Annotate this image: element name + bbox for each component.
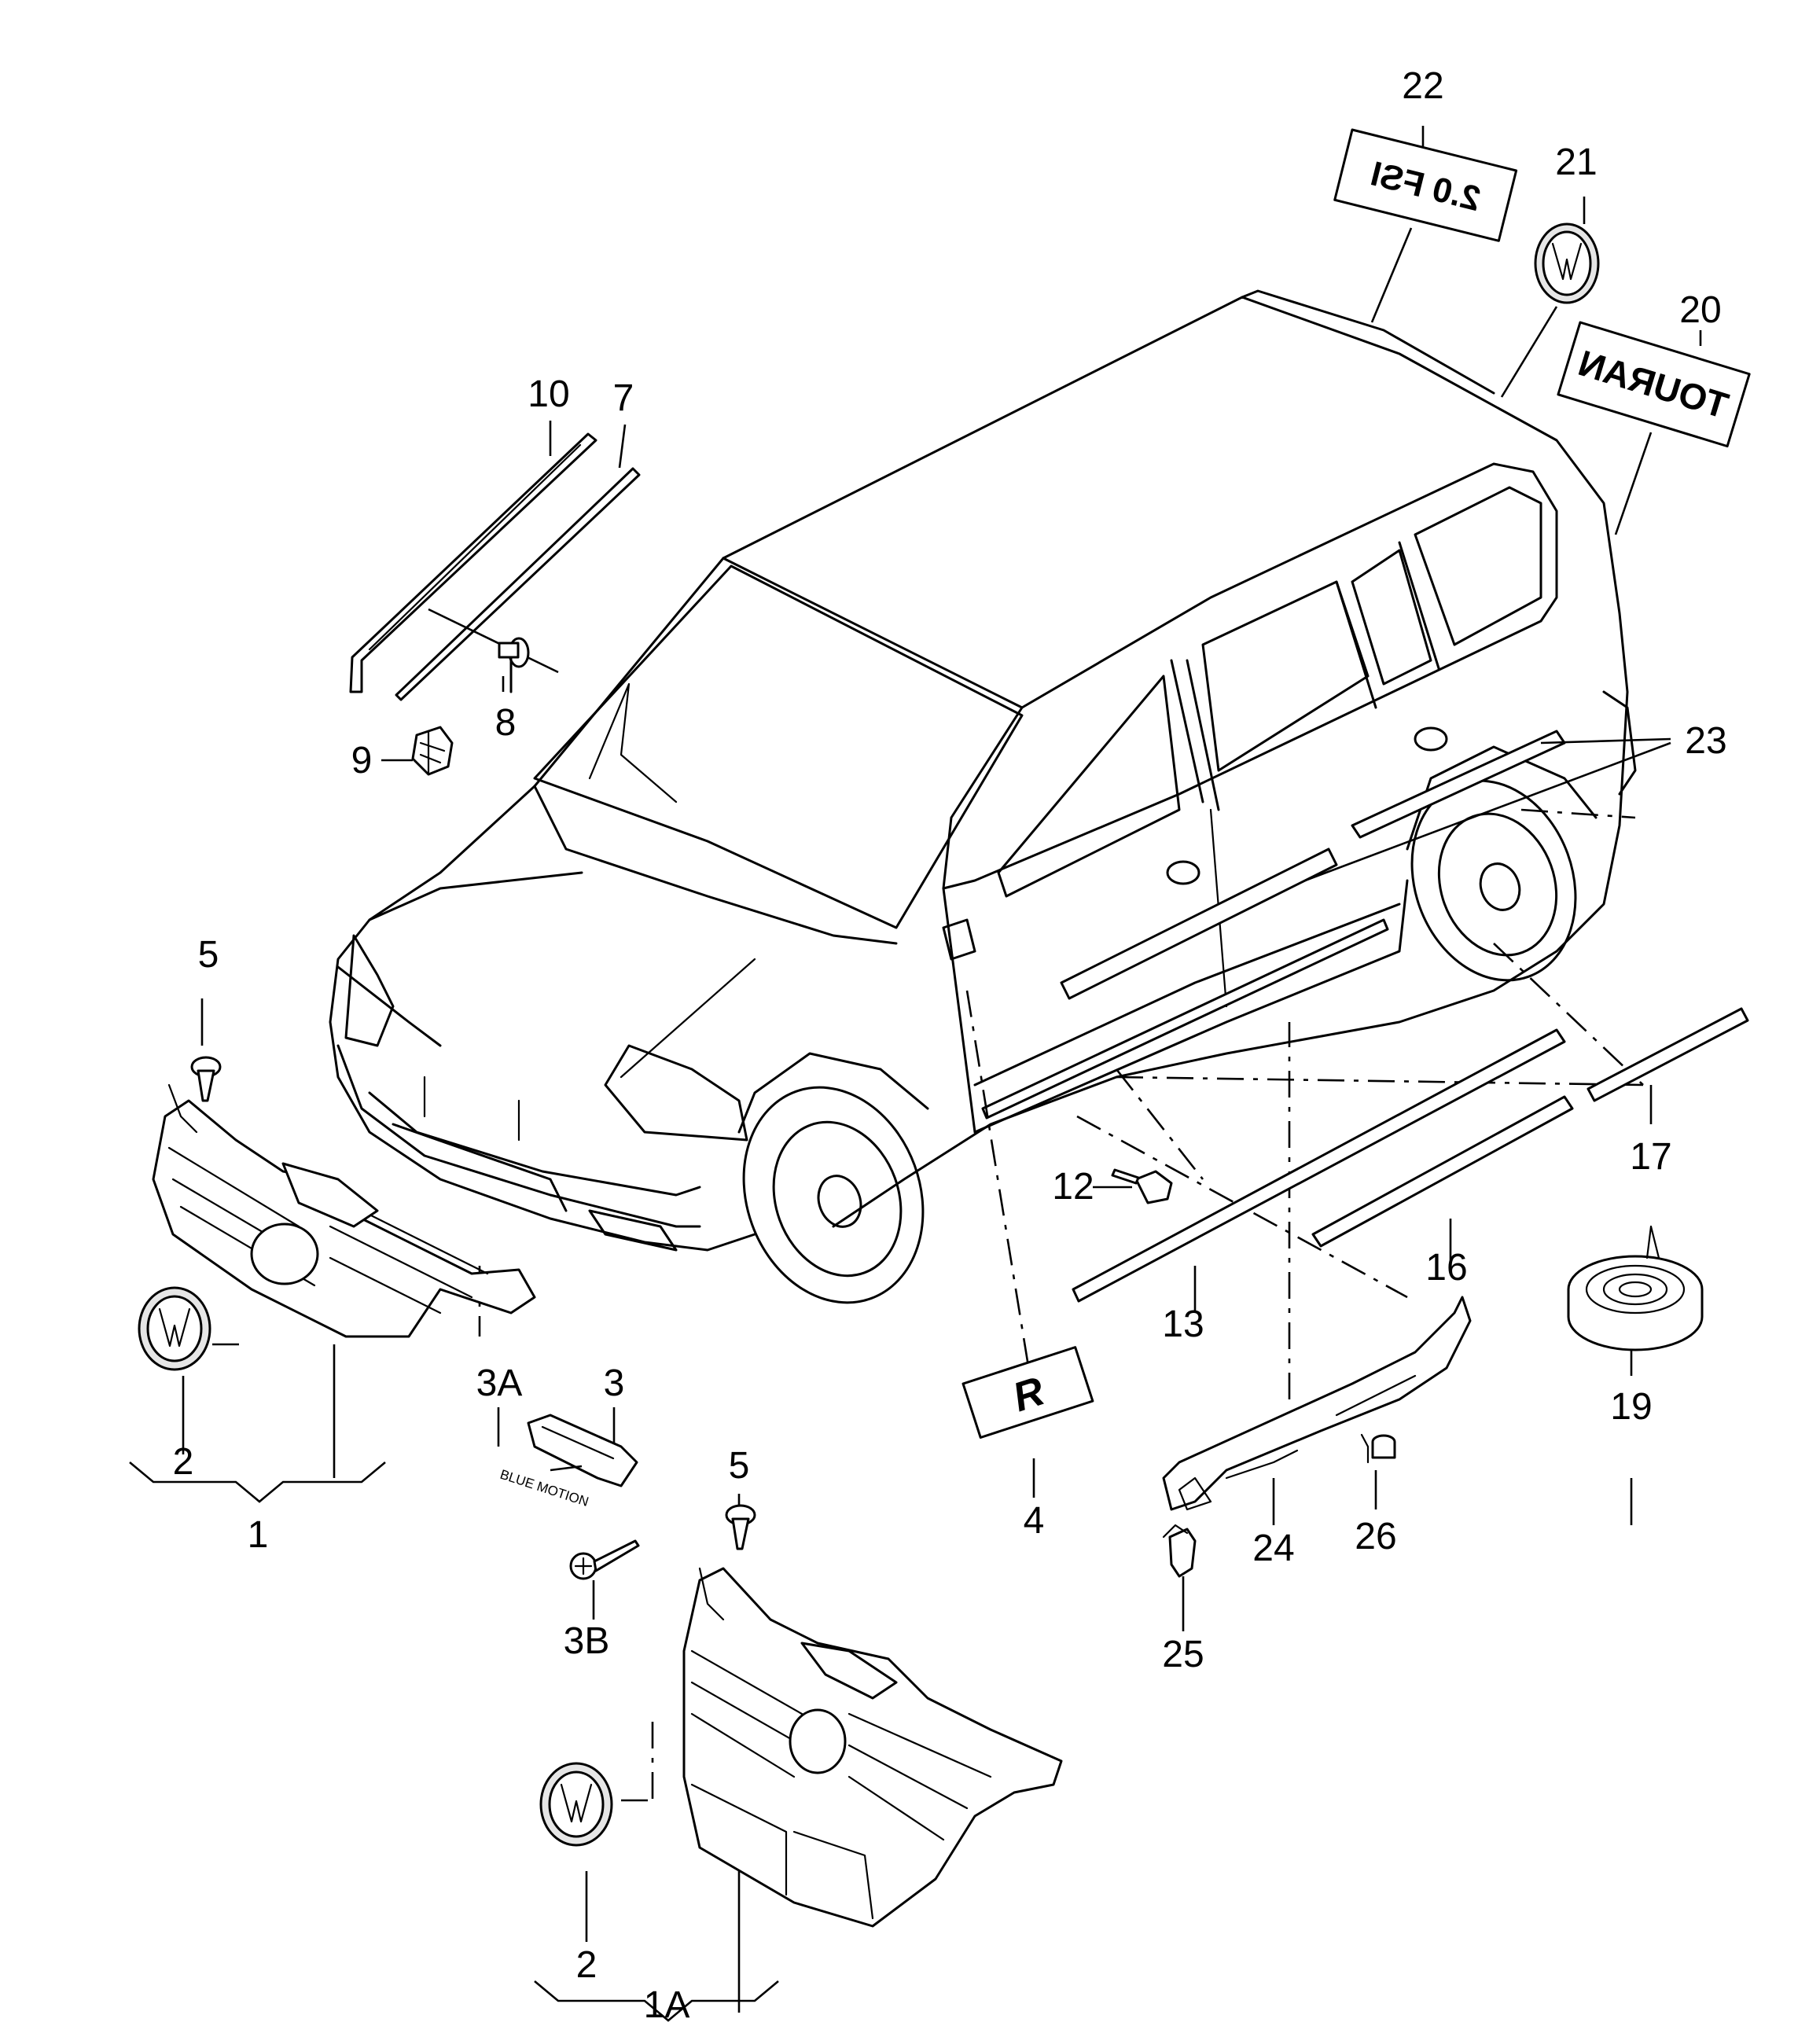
sill-clip-icon [1162,1524,1197,1578]
callout-22: 22 [1402,65,1443,107]
grille-screw-icon [725,1504,756,1550]
callout-3a: 3A [476,1362,523,1404]
callout-25: 25 [1162,1634,1204,1675]
r-line-emblem-icon: R [961,1346,1094,1439]
callout-16: 16 [1425,1247,1467,1289]
badge-screw-icon [569,1539,640,1580]
car-body [329,289,1637,1304]
callout-3b: 3B [564,1620,610,1662]
callout-5: 5 [198,934,219,976]
callout-3: 3 [604,1362,625,1404]
callout-7: 7 [613,377,634,419]
callout-5-lower: 5 [729,1445,750,1487]
callout-26: 26 [1355,1516,1396,1557]
callout-24: 24 [1252,1528,1294,1569]
callout-21: 21 [1555,142,1597,183]
callout-19: 19 [1610,1386,1652,1428]
callout-2: 2 [173,1441,194,1483]
callout-23: 23 [1685,720,1726,762]
radiator-grille-1a [682,1567,1063,1928]
callout-9: 9 [351,740,373,781]
callout-20: 20 [1679,289,1721,331]
callout-1: 1 [248,1514,269,1556]
engine-badge: 2.0 FSI [1333,128,1518,242]
plug-icon [1360,1433,1396,1464]
rivet-icon [428,608,559,693]
bluemotion-badge: BLUE MOTION [498,1414,638,1509]
callout-1a: 1A [644,1984,690,2026]
callout-10: 10 [528,373,569,415]
roof-mouldings [349,432,641,701]
grille-screw-icon [190,1056,222,1102]
callout-4: 4 [1024,1500,1045,1542]
callout-13: 13 [1162,1303,1204,1345]
assembly-brackets [129,1462,779,2022]
leader-lines [182,126,1702,2013]
sill-trim [1162,1296,1472,1511]
callout-2-lower: 2 [576,1944,597,1986]
bluemotion-text: BLUE MOTION [498,1467,590,1509]
side-mouldings [1072,1007,1749,1303]
model-badge: TOURAN [1557,321,1751,448]
callout-12: 12 [1052,1166,1094,1208]
adhesive-tape-roll-icon [1567,1225,1704,1351]
clip-icon [411,726,454,776]
callout-labels: 22 21 20 10 7 8 9 23 5 12 17 16 13 19 2 … [173,65,1727,2026]
radiator-grille [152,1083,536,1338]
vw-emblem-front-icon [138,1286,211,1371]
callout-8: 8 [495,702,517,744]
callout-17: 17 [1630,1136,1671,1178]
vw-emblem-front-icon [539,1762,613,1847]
vw-emblem-rear-icon [1534,222,1600,304]
moulding-screw-icon [1111,1168,1173,1204]
